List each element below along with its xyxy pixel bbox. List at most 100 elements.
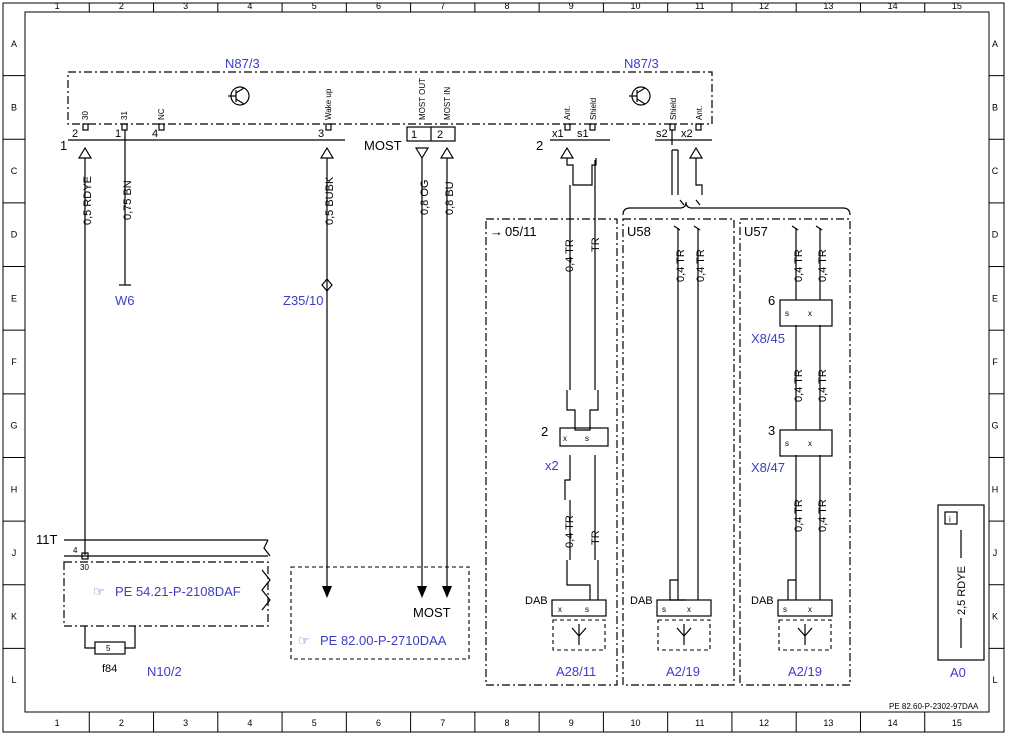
grid-row-label: E <box>992 293 998 303</box>
grid-column-label: 15 <box>952 1 962 11</box>
dab-connector-3: s x <box>777 599 833 617</box>
grid-column-label: 7 <box>440 718 445 728</box>
grid-column-label: 3 <box>183 718 188 728</box>
pin-number: 2 <box>437 129 443 141</box>
wire-label: 0,4 TR <box>564 239 576 272</box>
doc-ref-icon[interactable]: ☞ <box>93 584 105 599</box>
doc-ref-icon[interactable]: ☞ <box>298 633 310 648</box>
wire-label: 0,5 RDYE <box>82 176 94 225</box>
grid-row-label: K <box>992 612 998 622</box>
most-block-label: MOST <box>413 605 451 620</box>
grid-row-label: J <box>12 548 17 558</box>
wire-label: 0,8 OG <box>419 180 431 215</box>
pin-shield-1: Shield <box>589 98 598 120</box>
grid-row-label: B <box>11 102 17 112</box>
svg-text:s: s <box>585 605 589 614</box>
ref-label: 1 <box>60 138 67 153</box>
z35-10-diamond <box>321 278 333 292</box>
pin-number: s2 <box>656 128 668 140</box>
grid-row-label: G <box>10 421 17 431</box>
pin-number: 4 <box>73 546 78 555</box>
inner-frame <box>24 11 990 713</box>
grid-row-label: C <box>11 166 18 176</box>
pin-30: 30 <box>81 111 90 120</box>
svg-text:x: x <box>808 439 812 448</box>
svg-text:x: x <box>558 605 562 614</box>
grid-row-label: D <box>11 230 18 240</box>
wire-label: 0,4 TR <box>817 499 829 532</box>
pin-number: 1 <box>411 129 417 141</box>
svg-text:x: x <box>808 605 812 614</box>
grid-column-label: 1 <box>55 1 60 11</box>
grid-column-label: 2 <box>119 1 124 11</box>
grid-row-label: L <box>992 675 997 685</box>
ref-label: 2 <box>536 138 543 153</box>
grid-row-label: E <box>11 293 17 303</box>
svg-text:x: x <box>563 434 567 443</box>
n10-2-box <box>63 561 269 627</box>
pin-31: 31 <box>120 111 129 120</box>
pin-number: 5 <box>106 644 111 653</box>
grid-column-label: 8 <box>504 1 509 11</box>
u57-label: U57 <box>744 224 768 239</box>
grid-row-label: J <box>993 548 998 558</box>
grid-row-label: A <box>992 39 998 49</box>
pin-terminals <box>82 123 702 131</box>
wire-label: TR <box>590 530 602 545</box>
dab-label: DAB <box>525 595 548 607</box>
wire-label: 0,4 TR <box>817 249 829 282</box>
pin-number: s1 <box>577 128 589 140</box>
pin-number: 2 <box>72 128 78 140</box>
grid-column-label: 9 <box>569 718 574 728</box>
svg-text:x: x <box>687 605 691 614</box>
document-reference: PE 82.60-P-2302-97DAA <box>889 702 979 711</box>
n87-3-box <box>67 71 713 125</box>
x2-label: x2 <box>545 458 559 473</box>
grid-column-label: 3 <box>183 1 188 11</box>
grid-column-label: 5 <box>312 1 317 11</box>
grid-column-label: 12 <box>759 718 769 728</box>
svg-text:s: s <box>785 309 789 318</box>
grid-column-label: 10 <box>631 1 641 11</box>
twisted-pair-right <box>671 130 703 206</box>
pin-most-out: MOST OUT <box>418 78 427 120</box>
grid-row-label: L <box>11 675 16 685</box>
grid-column-label: 13 <box>823 1 833 11</box>
grid-row-label: D <box>992 230 999 240</box>
transistor-icon <box>629 86 651 106</box>
sec-05-11-label: 05/11 <box>505 224 537 239</box>
pin-number: 1 <box>115 128 121 140</box>
grid-row-label: B <box>992 102 998 112</box>
svg-text:s: s <box>585 434 589 443</box>
grid-row-label: K <box>11 612 17 622</box>
pe-ref-1[interactable]: PE 54.21-P-2108DAF <box>115 584 241 599</box>
section-u58 <box>622 218 735 686</box>
grid-labels: 1122334455667788991010111112121313141415… <box>3 1 1004 732</box>
ref-label: 2 <box>541 424 548 439</box>
grid-column-label: 10 <box>631 718 641 728</box>
transistor-icon <box>228 86 250 106</box>
info-icon <box>944 511 958 525</box>
most-label: MOST <box>364 138 402 153</box>
a0-box <box>937 504 985 661</box>
grid-column-label: 13 <box>823 718 833 728</box>
grid-column-label: 12 <box>759 1 769 11</box>
n87-3-right-label: N87/3 <box>624 56 659 71</box>
pe-ref-2[interactable]: PE 82.00-P-2710DAA <box>320 633 447 648</box>
pin-ant-1: Ant. <box>563 106 572 120</box>
arrow-ref: → <box>490 224 503 239</box>
grid-column-label: 11 <box>695 718 704 728</box>
x8-47-label: X8/47 <box>751 460 785 475</box>
wire-label: 0,8 BU <box>444 181 456 215</box>
wire-label: 0,4 TR <box>675 249 687 282</box>
grid-row-label: H <box>11 484 18 494</box>
antenna-icon <box>657 619 711 651</box>
a0-label: A0 <box>950 665 966 680</box>
grid-column-label: 8 <box>504 718 509 728</box>
u57-wires <box>787 225 823 600</box>
most-box <box>290 566 470 660</box>
grid-row-label: F <box>992 357 998 367</box>
pin-shield-2: Shield <box>669 98 678 120</box>
dab-connector-1: x s <box>551 599 607 617</box>
